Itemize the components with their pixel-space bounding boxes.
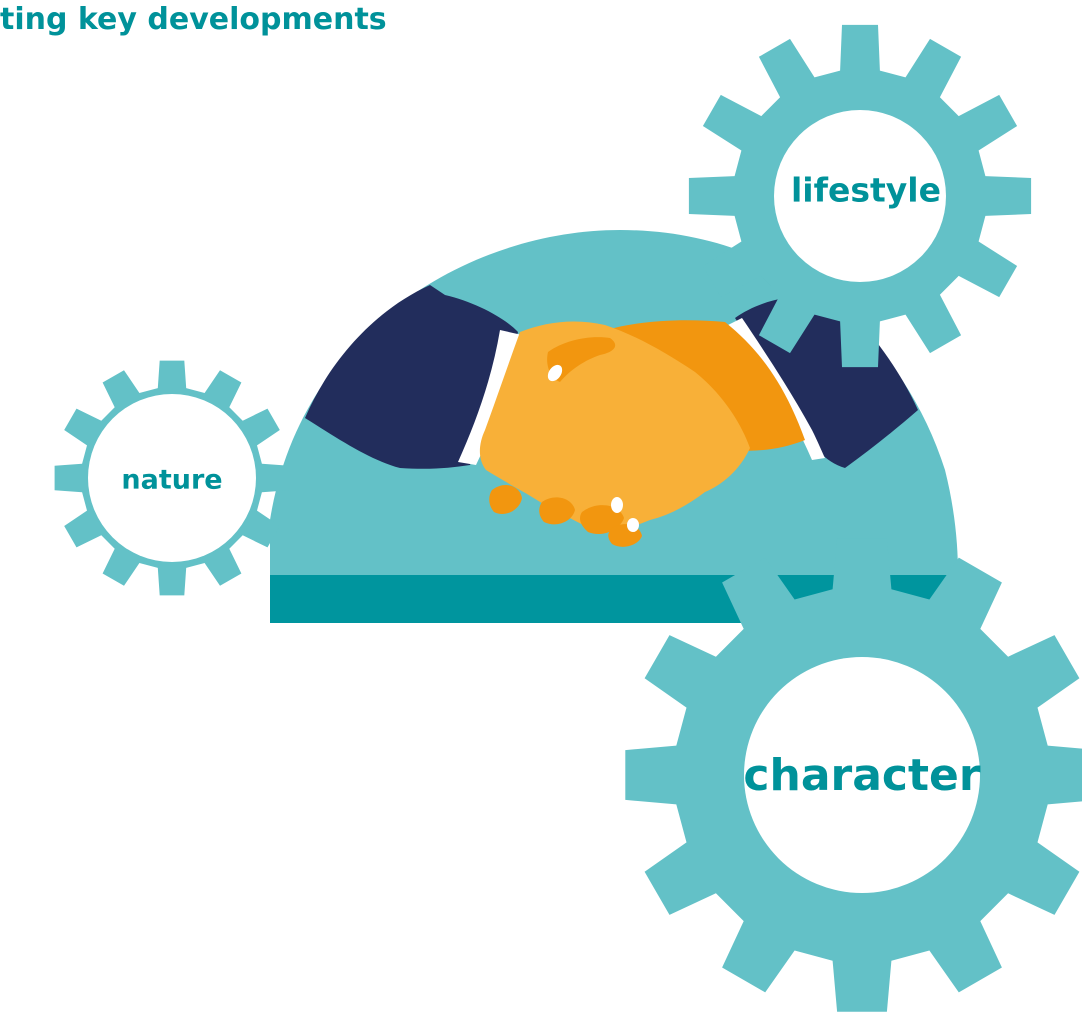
left-hand [479,321,750,532]
finger-tip-2 [539,497,575,525]
gear-lifestyle-hub [774,110,946,282]
page-title: ting key developments [0,2,387,37]
gear-nature: nature [54,360,290,596]
gear-character-label: character [743,750,980,801]
gear-character: character [625,538,1082,1012]
finger-nail-2 [627,518,639,532]
thumb-nail [547,364,563,382]
gear-character-hub [744,657,980,893]
finger-nail-1 [611,497,623,513]
left-cuff [458,330,522,465]
gear-lifestyle: lifestyle [688,24,1032,368]
gear-nature-hub [88,394,256,562]
left-sleeve [305,285,518,469]
gear-lifestyle-label: lifestyle [791,171,941,210]
gear-nature-label: nature [121,465,222,496]
finger-tip-3 [580,505,624,535]
finger-tip-1 [489,484,522,515]
thumb [547,337,616,382]
